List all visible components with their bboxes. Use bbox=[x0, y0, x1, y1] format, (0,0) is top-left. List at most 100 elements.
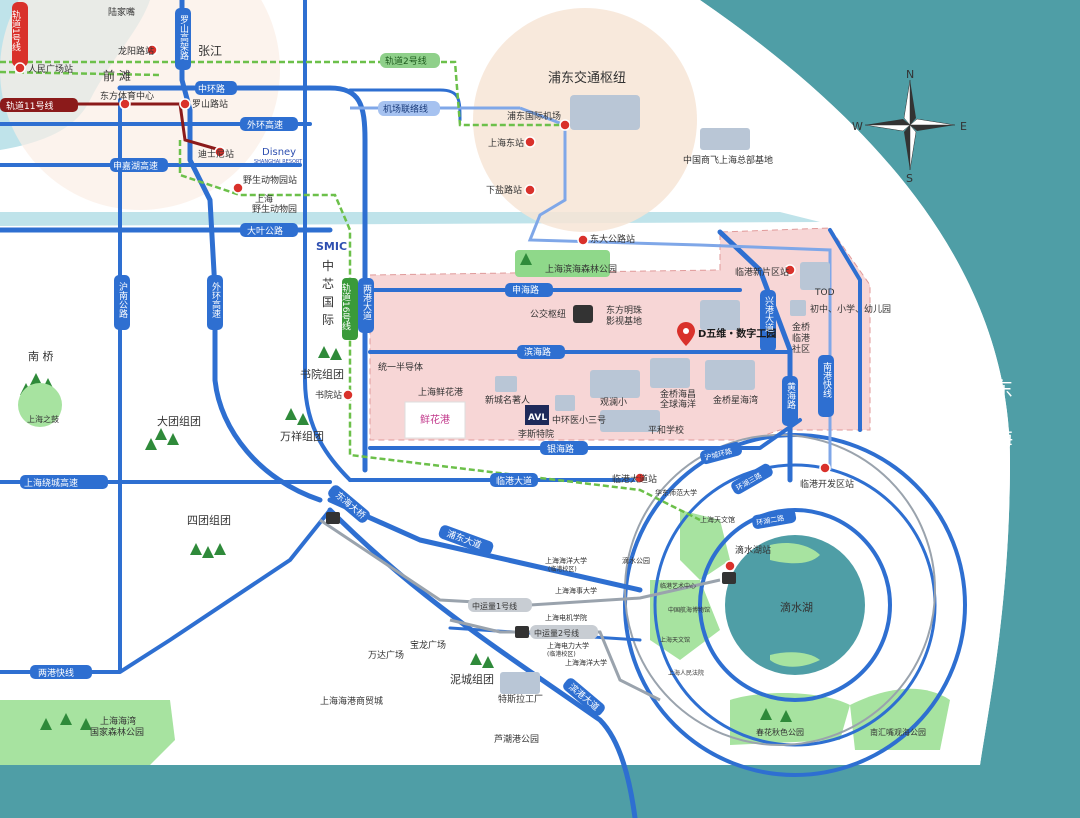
place-pinghe: 平和学校 bbox=[648, 424, 684, 436]
place-bus-hub: 公交枢纽 bbox=[530, 308, 566, 320]
metro-line-2-label: 轨道2号线 bbox=[385, 55, 427, 67]
district-nicheng: 泥城组团 bbox=[450, 672, 494, 686]
place-project: D五维・数字工园 bbox=[698, 327, 776, 340]
place-disney-brand: Disney bbox=[262, 147, 296, 158]
place-guanlan: 观澜小 bbox=[600, 397, 627, 408]
station-disney: 迪士尼站 bbox=[198, 148, 234, 160]
place-shanghai-univ-1: 上海海洋大学 bbox=[565, 658, 607, 667]
place-art-center: 临港艺术中心 bbox=[660, 582, 696, 590]
district-dishui-lake: 滴水湖 bbox=[780, 600, 813, 614]
station-marker bbox=[524, 136, 536, 148]
station-marker bbox=[214, 146, 226, 158]
place-planet-park: 上海天文馆 bbox=[660, 636, 690, 644]
station-marker bbox=[524, 184, 536, 196]
station-luoshan: 罗山路站 bbox=[192, 98, 228, 110]
place-spring-park: 春花秋色公园 bbox=[756, 727, 804, 737]
building-icons bbox=[495, 95, 830, 694]
station-marker bbox=[232, 182, 244, 194]
place-film-base-1: 东方明珠 bbox=[606, 304, 642, 316]
station-pudong-airport: 浦东国际机场 bbox=[507, 110, 561, 122]
shanghai-zhidao-park bbox=[18, 383, 62, 427]
place-shanghai-zhidao: 上海之鼓 bbox=[27, 414, 59, 424]
station-dongfang: 东方体育中心 bbox=[100, 90, 154, 102]
district-shuyuan: 书院组团 bbox=[300, 367, 344, 381]
place-shanghai-ocean: 上海海洋大学 bbox=[545, 556, 587, 565]
road-luoshan-label: 罗山高架路 bbox=[178, 15, 189, 61]
metro-line-16-bar bbox=[342, 278, 358, 340]
road-daye-label: 大叶公路 bbox=[247, 225, 283, 237]
lake-island bbox=[770, 543, 820, 564]
road-huangtang-label: 黄海路 bbox=[785, 381, 796, 410]
lake-island-2 bbox=[770, 652, 820, 667]
road-shenjiahu-label: 申嘉湖高速 bbox=[113, 160, 158, 172]
road-liangang-label: 两港大道 bbox=[361, 284, 372, 321]
district-wanxiang: 万祥组团 bbox=[280, 429, 324, 443]
place-museum: 中国航海博物馆 bbox=[668, 606, 710, 614]
station-marker bbox=[119, 98, 131, 110]
place-tesla: 特斯拉工厂 bbox=[498, 693, 543, 705]
place-xianhua-logo: 鲜花港 bbox=[420, 413, 450, 426]
road-lianggang-rail-label: 两港快线 bbox=[38, 667, 74, 679]
place-newcity-star: 新城名著人 bbox=[485, 394, 530, 406]
station-marker bbox=[634, 472, 646, 484]
district-pudong-hub: 浦东交通枢纽 bbox=[548, 70, 626, 86]
road-lingang-label: 临港大道 bbox=[496, 475, 532, 487]
place-shanghai-forest-1: 上海海湾 bbox=[100, 715, 136, 727]
station-lingang-dev: 临港开发区站 bbox=[800, 478, 854, 490]
station-marker bbox=[724, 560, 736, 572]
place-shanghai-dianji-sub: (临港校区) bbox=[547, 650, 576, 658]
road-waihuan-vert-label: 外环高速 bbox=[210, 281, 221, 319]
yinhai-road bbox=[368, 418, 802, 450]
station-dishui: 滴水湖站 bbox=[735, 544, 771, 556]
compass-e-label: E bbox=[960, 120, 967, 133]
station-marker bbox=[784, 264, 796, 276]
place-univ-east: 华东师范大学 bbox=[655, 488, 697, 497]
place-nanhui-market: 上海海港商贸城 bbox=[320, 695, 383, 707]
place-comac: 中国商飞上海总部基地 bbox=[683, 154, 773, 166]
xianhua-logo-box bbox=[404, 401, 466, 439]
place-jinqiao-new: 金桥星海湾 bbox=[713, 394, 758, 406]
station-marker bbox=[342, 389, 354, 401]
place-community: 社区 bbox=[792, 343, 810, 355]
place-xianhua: 上海鲜花港 bbox=[418, 386, 463, 398]
district-smic-4: 际 bbox=[322, 313, 334, 327]
place-shanghai-tianwen: 上海天文馆 bbox=[700, 515, 735, 524]
binhai-forest-park bbox=[515, 250, 610, 277]
inner-ring-road bbox=[698, 508, 892, 702]
metro-line-16-label: 轨道16号线 bbox=[340, 282, 351, 331]
station-shanghai-east: 上海东站 bbox=[488, 137, 524, 149]
station-marker bbox=[146, 44, 158, 56]
place-jinqiao2: 临港 bbox=[792, 332, 810, 344]
zhongyun-1-label-bg bbox=[468, 598, 532, 612]
place-baolong: 宝龙广场 bbox=[410, 639, 446, 651]
place-zhonghuan-primary: 中环医小三号 bbox=[552, 414, 606, 426]
road-hunan-label: 沪南公路 bbox=[117, 281, 128, 319]
place-shanghai-forest-2: 国家森林公园 bbox=[90, 726, 144, 738]
station-renmin: 人民广场站 bbox=[28, 63, 73, 75]
nanhui-park bbox=[850, 688, 950, 750]
road-zhongyun-2-label: 中运量2号线 bbox=[534, 628, 579, 638]
place-film-base-2: 影视基地 bbox=[606, 315, 642, 327]
road-shanghai-ring-label: 上海绕城高速 bbox=[24, 477, 78, 489]
station-markers bbox=[14, 44, 831, 572]
airport-link-label-bg bbox=[378, 101, 440, 116]
place-shanghai-ocean-sub: (临港校区) bbox=[548, 565, 577, 573]
station-shuyuan: 书院站 bbox=[315, 389, 342, 401]
station-xiayan: 下盐路站 bbox=[486, 184, 522, 196]
road-xuhai-label: 兴港大道 bbox=[763, 296, 774, 333]
place-binhai-forest: 上海滨海森林公园 bbox=[545, 263, 617, 275]
place-disney-sub: SHANGHAI RESORT bbox=[254, 159, 303, 165]
bus-icon bbox=[326, 305, 736, 638]
district-zhangjiang: 张江 bbox=[198, 44, 222, 58]
district-smic-3: 国 bbox=[322, 295, 334, 309]
station-marker bbox=[577, 234, 589, 246]
place-jinqiao: 金桥 bbox=[792, 321, 810, 333]
district-nanqiao: 南 桥 bbox=[28, 350, 54, 363]
avl-logo-box bbox=[525, 405, 549, 425]
place-schools: 初中、小学、幼儿园 bbox=[810, 303, 891, 315]
place-wildlife-park-1: 上海 bbox=[255, 193, 273, 205]
place-sailing: 上海电机学院 bbox=[545, 613, 587, 622]
compass-n-label: N bbox=[906, 68, 914, 81]
